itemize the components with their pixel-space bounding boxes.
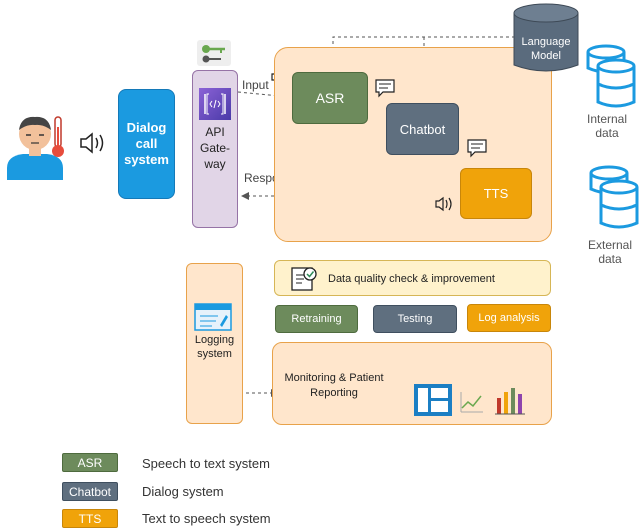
data-quality-box[interactable] [274, 260, 551, 296]
log-analysis-box[interactable]: Log analysis [467, 304, 551, 332]
api-gateway-label: API Gate-way [199, 125, 230, 171]
language-model-label: Language Model [521, 36, 571, 62]
checklist-icon [291, 267, 317, 291]
thermometer-icon [52, 116, 64, 157]
dialog-call-system[interactable]: Dialog call system [118, 89, 175, 199]
tts-label: TTS [483, 186, 509, 201]
chat-bubble-icon [375, 79, 395, 98]
logging-system-label: Logging system [194, 334, 235, 360]
legend-asr-key: ASR [77, 455, 103, 470]
language-model-database [513, 3, 579, 72]
legend-chatbot-key: Chatbot [68, 484, 112, 499]
sound-wave-icon [435, 196, 452, 212]
log-analysis-label: Log analysis [478, 312, 540, 324]
monitoring-label: Monitoring & Patient Reporting [284, 372, 384, 399]
asr-box[interactable]: ASR [292, 72, 368, 124]
tts-box[interactable]: TTS [460, 168, 532, 219]
bar-chart-icon [495, 388, 525, 415]
retraining-label: Retraining [291, 313, 342, 325]
key-icon [197, 40, 231, 66]
testing-label: Testing [397, 313, 433, 325]
log-icon [194, 303, 232, 331]
retraining-box[interactable]: Retraining [275, 305, 358, 333]
legend-asr-desc: Speech to text system [142, 456, 270, 471]
internal-data-label: Internal data [586, 112, 628, 140]
legend-tts-desc: Text to speech system [142, 511, 271, 526]
chat-bubble-icon [467, 139, 487, 158]
chatbot-label: Chatbot [399, 121, 446, 137]
dialog-call-system-label: Dialog call system [124, 120, 169, 167]
legend-tts-swatch: TTS [62, 509, 118, 528]
legend-chatbot-desc: Dialog system [142, 484, 224, 499]
api-icon [199, 88, 231, 120]
internal-data-database-icon [586, 44, 636, 108]
testing-box[interactable]: Testing [373, 305, 457, 333]
chatbot-box[interactable]: Chatbot [386, 103, 459, 155]
asr-label: ASR [315, 90, 345, 106]
logging-system-box[interactable] [186, 263, 243, 424]
legend-asr-swatch: ASR [62, 453, 118, 472]
legend-chatbot-swatch: Chatbot [62, 482, 118, 501]
input-label: Input [242, 78, 269, 92]
external-data-database-icon [589, 165, 639, 229]
line-chart-icon [460, 392, 483, 413]
data-quality-label: Data quality check & improvement [328, 273, 495, 285]
patient-icon [7, 116, 63, 180]
sound-wave-icon [80, 132, 104, 154]
external-data-label: External data [587, 238, 633, 266]
legend-tts-key: TTS [78, 511, 102, 526]
dashboard-icon [414, 384, 452, 416]
